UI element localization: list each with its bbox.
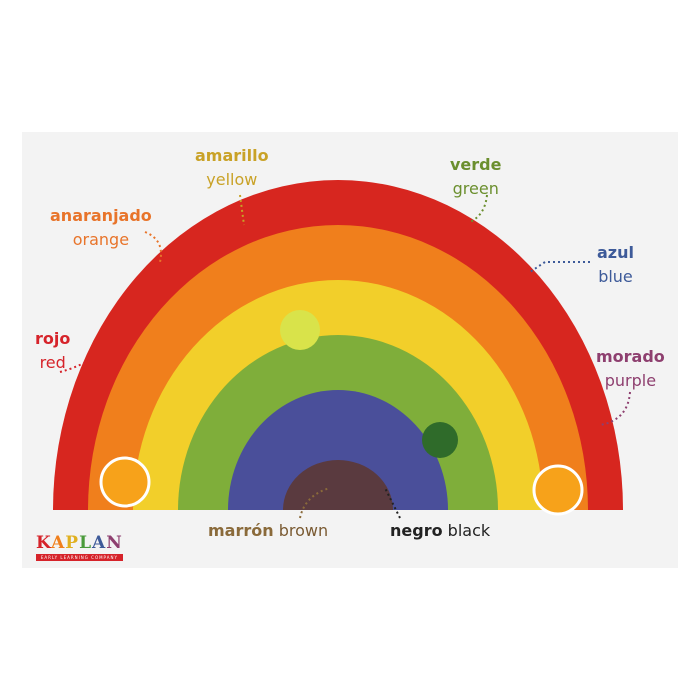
english-word: purple	[604, 371, 657, 390]
label-brown: marrón brown	[208, 519, 328, 543]
english-word: brown	[278, 521, 329, 540]
english-word: red	[39, 353, 66, 372]
spanish-word: amarillo	[195, 146, 269, 165]
label-yellow: amarillo yellow	[195, 144, 269, 192]
cucumber	[422, 422, 458, 458]
red-pointer	[59, 359, 91, 373]
spanish-word: anaranjado	[50, 206, 152, 225]
label-black: negro black	[390, 519, 490, 543]
brown-black-center	[283, 460, 393, 510]
green-pointer	[469, 194, 488, 223]
label-blue: azul blue	[597, 241, 634, 289]
apple	[280, 310, 320, 350]
spanish-word: morado	[596, 347, 665, 366]
logo-tagline: EARLY LEARNING COMPANY	[36, 554, 123, 561]
english-word: black	[447, 521, 491, 540]
black-pointer	[384, 487, 401, 519]
kaplan-logo: KAPLAN EARLY LEARNING COMPANY	[36, 533, 123, 561]
label-green: verde green	[450, 153, 501, 201]
english-word: orange	[72, 230, 130, 249]
orange-slice	[99, 456, 151, 508]
english-word: blue	[598, 267, 633, 286]
blue-pointer	[529, 261, 590, 273]
blue-purple-band	[228, 390, 448, 510]
label-red: rojo red	[35, 327, 70, 375]
spanish-word: verde	[450, 155, 502, 174]
brown-pointer	[299, 487, 331, 519]
english-word: yellow	[206, 170, 258, 189]
spanish-word: rojo	[35, 329, 71, 348]
orange-slice	[532, 464, 584, 516]
spanish-word: negro	[390, 521, 443, 540]
label-orange: anaranjado orange	[50, 204, 152, 252]
english-word: green	[452, 179, 499, 198]
yellow-pointer	[239, 194, 245, 226]
label-purple: morado purple	[596, 345, 665, 393]
spanish-word: marrón	[208, 521, 274, 540]
spanish-word: azul	[597, 243, 634, 262]
